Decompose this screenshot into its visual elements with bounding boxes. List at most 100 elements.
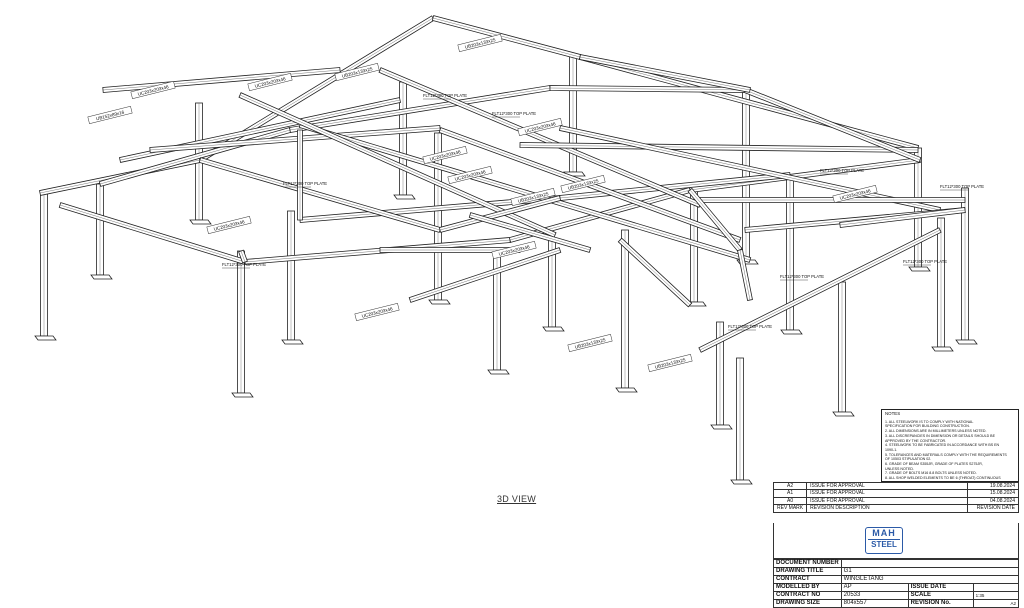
member-tag: UC203x203x46 — [422, 145, 468, 165]
plate-label: FLT12*300 TOP PLATE — [283, 181, 327, 186]
note-line: 1. ALL STEELWORK IS TO COMPLY WITH NATIO… — [885, 419, 974, 424]
contract-no-label: CONTRACT NO — [773, 591, 842, 600]
title-block: DOCUMENT NUMBER DRAWING TITLE G1 CONTRAC… — [773, 559, 1020, 608]
logo-line-1: MAH — [872, 528, 896, 538]
base-plate — [189, 219, 212, 225]
member-tag: UB152x89x16 — [87, 105, 133, 125]
base-plate — [832, 411, 855, 417]
modelled-by-label: MODELLED BY — [773, 583, 842, 592]
rev-mark: A0 — [772, 496, 808, 506]
steel-beam-web — [689, 159, 921, 191]
steel-beam-web — [240, 250, 246, 263]
steel-beam-web — [199, 159, 441, 231]
member-tag: UB203x133x25 — [647, 353, 693, 373]
steel-beam-web — [409, 249, 561, 301]
steel-beam-web — [59, 204, 246, 263]
note-line: 7. GRADE OF BOLTS M16 8.8 BOLTS UNLESS N… — [885, 471, 977, 476]
steel-beam-web — [689, 189, 741, 251]
plate-label: FLT12*300 TOP PLATE — [820, 168, 864, 173]
steel-beam-web — [149, 127, 441, 151]
rev-date-header: REVISION DATE — [967, 504, 1019, 513]
logo-line-2: STEEL — [868, 539, 900, 549]
contract-value: WINGLETANG — [840, 575, 1020, 584]
tb-row-drawing-title: DRAWING TITLE G1 — [773, 567, 1020, 576]
base-plate — [34, 335, 57, 341]
notes-title: NOTES — [885, 411, 901, 416]
notes-list: 1. ALL STEELWORK IS TO COMPLY WITH NATIO… — [885, 419, 1015, 482]
member-tag-box — [510, 187, 556, 207]
rev-date: 04.08.2024 — [967, 496, 1019, 506]
document-number-value — [840, 559, 1020, 568]
note-line: 1090-1. — [885, 447, 898, 452]
scale-label: SCALE — [907, 591, 974, 600]
steel-beam-web — [102, 69, 341, 91]
steel-beam-web — [379, 69, 701, 206]
member-tag-box — [354, 302, 400, 322]
tb-row-contract-no: CONTRACT NO 20533 SCALE 1:35 — [773, 591, 1020, 600]
base-plate — [908, 266, 931, 272]
tb-row-document-number: DOCUMENT NUMBER — [773, 559, 1020, 568]
member-tag-box — [560, 174, 606, 194]
steel-beam-web — [244, 239, 511, 263]
tb-row-modelled-by: MODELLED BY AP ISSUE DATE — [773, 583, 1020, 592]
note-line: 6. GRADE OF BEAM S355JR, GRADE OF PLATES… — [885, 462, 983, 467]
steel-beam-web — [549, 87, 746, 91]
logo-panel: MAH STEEL — [773, 523, 1019, 559]
issue-date-label: ISSUE DATE — [907, 583, 974, 592]
steel-beam-web — [559, 174, 791, 199]
note-line: SPECIFICATION FOR BUILDING CONSTRUCTION. — [885, 424, 970, 429]
plate-label: FLT12*300 TOP PLATE — [728, 324, 772, 329]
member-tag-box — [87, 105, 133, 125]
steel-beam-web — [619, 239, 691, 306]
base-plate — [428, 299, 451, 305]
base-plate — [615, 387, 638, 393]
drawing-title-label: DRAWING TITLE — [773, 567, 842, 576]
member-tag-box — [247, 72, 293, 92]
rev-description: ISSUE FOR APPROVAL — [806, 481, 968, 491]
base-plate — [393, 194, 416, 200]
issue-date-value — [972, 583, 1020, 592]
plate-label: FLT12*300 TOP PLATE — [903, 259, 947, 264]
steel-beam-web — [432, 17, 581, 58]
plate-label: FLT12*300 TOP PLATE — [940, 184, 984, 189]
steel-beam-web — [289, 87, 551, 131]
revision-header-row: REV MARK REVISION DESCRIPTION REVISION D… — [772, 504, 1019, 513]
note-line: UNLESS NOTED. — [885, 466, 914, 471]
base-plate — [231, 392, 254, 398]
member-tag-box — [130, 80, 176, 100]
member-tag-box — [422, 145, 468, 165]
base-plate — [281, 339, 304, 345]
base-plate — [931, 346, 954, 352]
steel-beam-web — [559, 127, 941, 211]
base-plate — [487, 369, 510, 375]
rev-mark: A1 — [772, 489, 808, 498]
steel-beam-web — [439, 197, 561, 231]
note-line: OF 10503 STIPULATION 02. — [885, 457, 932, 462]
rev-date: 15.08.2024 — [967, 489, 1019, 498]
notes-box: NOTES 1. ALL STEELWORK IS TO COMPLY WITH… — [881, 409, 1019, 482]
rev-date: 19.08.2024 — [967, 481, 1019, 491]
note-line: 3. ALL DISCREPANCIES IN DIMENSION OR DET… — [885, 433, 995, 438]
company-logo: MAH STEEL — [865, 527, 903, 554]
steel-beam-web — [579, 56, 751, 91]
base-plate — [780, 329, 803, 335]
member-tag-box — [206, 215, 252, 235]
note-line: FILLET WELDS, UNLESS NOTED. — [885, 481, 1015, 482]
member-tag-box — [832, 184, 878, 204]
base-plate — [730, 479, 753, 485]
scale-value: 1:35 — [972, 591, 1020, 600]
member-tag-text: UB152x89x16 — [96, 109, 126, 121]
plate-label: FLT12*300 TOP PLATE — [492, 111, 536, 116]
contract-label: CONTRACT — [773, 575, 842, 584]
rev-mark: A2 — [772, 481, 808, 491]
tb-row-contract: CONTRACT WINGLETANG — [773, 575, 1020, 584]
base-plate — [90, 274, 113, 280]
plate-label: FLT12*300 TOP PLATE — [222, 262, 266, 267]
plate-label: FLT12*300 TOP PLATE — [423, 93, 467, 98]
rev-description-header: REVISION DESCRIPTION — [806, 504, 968, 513]
